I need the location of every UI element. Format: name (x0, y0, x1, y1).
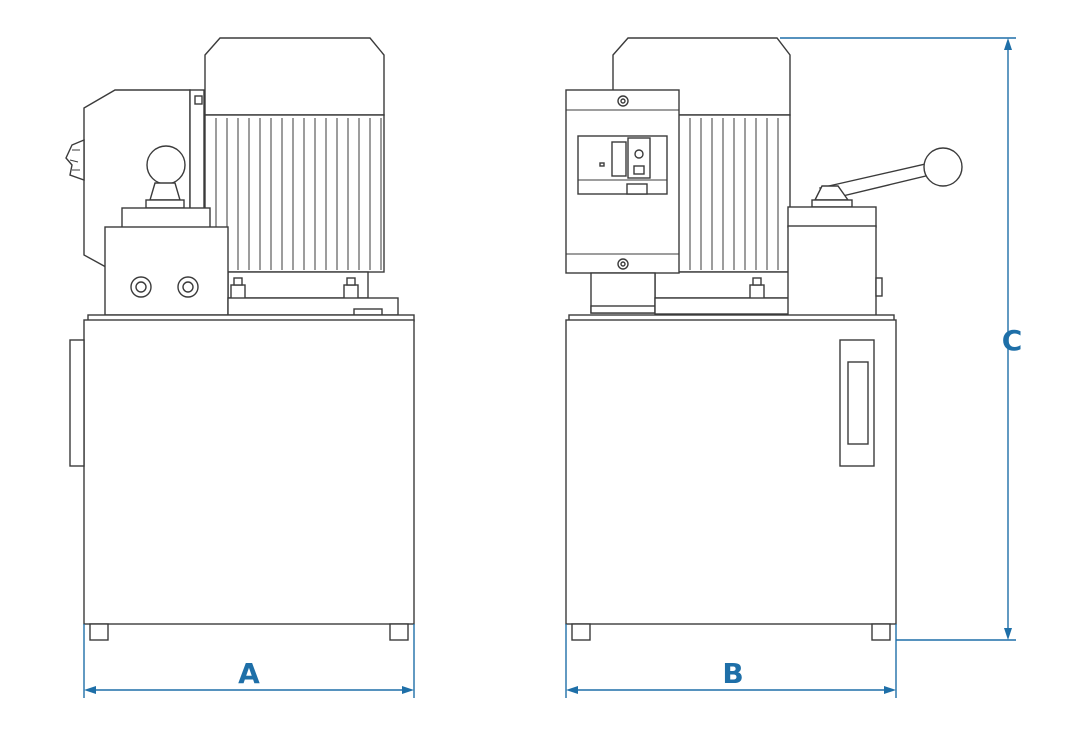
left-control-knob (194, 95, 203, 105)
left-handle-base (145, 199, 185, 209)
left-switch-icon (65, 138, 85, 181)
right-valve-top (787, 206, 877, 228)
dim-b-arrow-right (884, 686, 896, 694)
left-valve-top (121, 207, 211, 229)
left-valve-block (104, 226, 229, 316)
side-view (65, 37, 415, 641)
left-handle-ball (146, 145, 186, 185)
left-port-1 (130, 276, 152, 298)
dim-b-label: B (722, 657, 743, 690)
front-view (565, 37, 963, 641)
dim-b-arrow-left (566, 686, 578, 694)
left-bolt-2 (343, 277, 359, 300)
dim-a-arrow-right (402, 686, 414, 694)
left-foot-2 (389, 623, 409, 641)
dim-c-arrow-top (1004, 38, 1012, 50)
right-valve-plug (875, 277, 883, 297)
left-motor-fins (215, 118, 382, 270)
right-screw-top-icon (617, 95, 629, 107)
dim-c-label: C (1002, 324, 1023, 357)
right-foot-2 (871, 623, 891, 641)
right-motor-base (654, 271, 791, 299)
left-tank (83, 319, 415, 625)
dim-a-label: A (238, 657, 260, 690)
left-tank-side-panel (69, 339, 85, 467)
dimension-lines: A B C (83, 37, 1023, 698)
left-motor-body (204, 114, 385, 273)
left-foot-1 (89, 623, 109, 641)
right-plate (654, 297, 796, 315)
right-handle-lever (811, 147, 963, 208)
left-port-2 (177, 276, 199, 298)
left-handle-stem (149, 182, 181, 201)
left-plate-tab (353, 308, 383, 316)
right-level-gauge-window (847, 361, 869, 445)
dim-c-arrow-bottom (1004, 628, 1012, 640)
right-screw-bottom-icon (617, 258, 629, 270)
right-breaker-switch (611, 141, 627, 177)
right-valve-block (787, 225, 877, 317)
dim-a-arrow-left (84, 686, 96, 694)
right-foot-1 (571, 623, 591, 641)
left-motor-cap (204, 37, 385, 116)
right-motor-fins (689, 118, 779, 270)
